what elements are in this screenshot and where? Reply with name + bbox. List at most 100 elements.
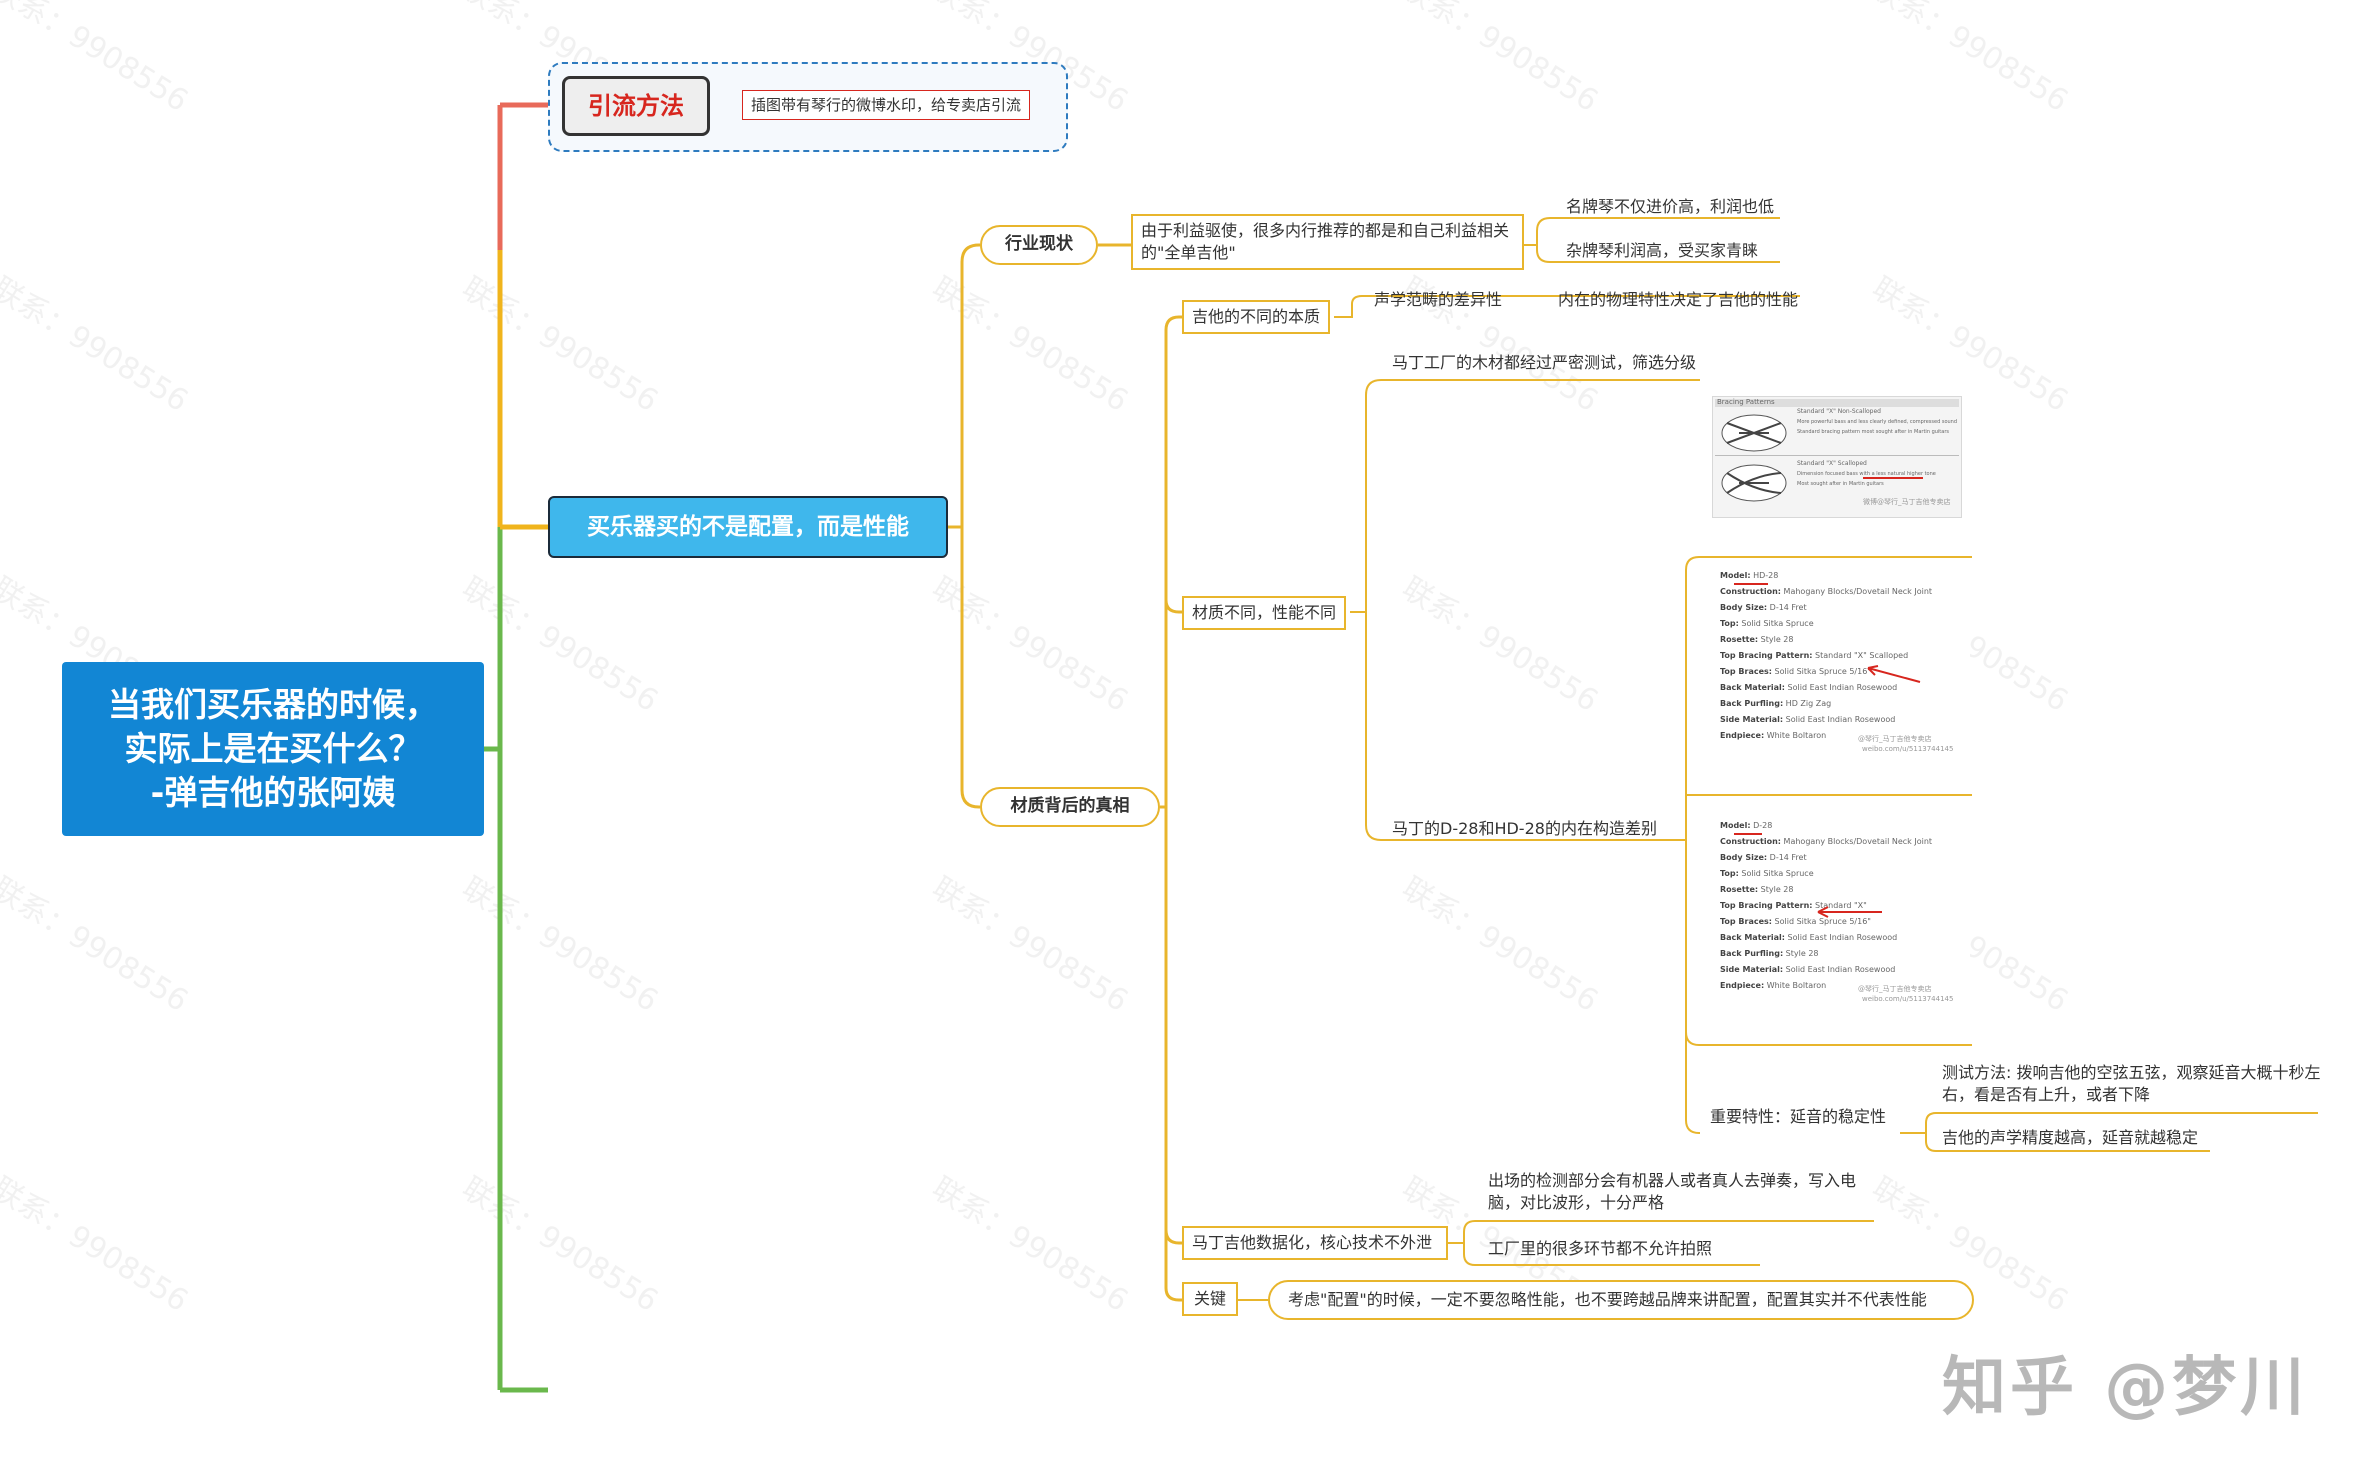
spec-row-value: Style 28 (1758, 635, 1794, 644)
industry-status-node[interactable]: 行业现状 (980, 225, 1098, 265)
spec-row: Back Purfling: Style 28 (1720, 946, 1819, 962)
bracing-b-title: Standard "X" Scalloped (1797, 460, 1867, 467)
main-topic-node[interactable]: 买乐器买的不是配置，而是性能 (548, 496, 948, 558)
martin-wood-test-leaf[interactable]: 马丁工厂的木材都经过严密测试，筛选分级 (1392, 353, 1697, 372)
industry-leaf-generic[interactable]: 杂牌琴利润高，受买家青睐 (1566, 241, 1759, 260)
spec-row: Side Material: Solid East Indian Rosewoo… (1720, 962, 1895, 978)
key-note-leaf[interactable]: 考虑"配置"的时候，一定不要忽略性能，也不要跨越品牌来讲配置，配置其实并不代表性… (1268, 1280, 1974, 1320)
spec-row-value: Standard "X" Scalloped (1812, 651, 1909, 660)
spec-row: Endpiece: White Boltaron (1720, 728, 1826, 744)
key-node[interactable]: 关键 (1182, 1282, 1238, 1316)
spec-row-key: Rosette: (1720, 635, 1759, 644)
spec-row-value: Solid Sitka Spruce (1738, 869, 1814, 878)
spec-row-key: Model: (1720, 821, 1751, 830)
spec-row-key: Construction: (1720, 837, 1781, 846)
spec-row-key: Back Material: (1720, 683, 1785, 692)
bracing-b-line1: Dimension focused bass with a less natur… (1797, 471, 1936, 477)
spec-row-key: Top Braces: (1720, 917, 1772, 926)
bracing-b-line2: Most sought after in Martin guitars (1797, 481, 1884, 487)
spec-row-key: Body Size: (1720, 853, 1768, 862)
material-truth-node[interactable]: 材质背后的真相 (980, 787, 1160, 827)
spec-row: Construction: Mahogany Blocks/Dovetail N… (1720, 584, 1932, 600)
spec-row-value: Solid East Indian Rosewood (1784, 683, 1898, 692)
spec-row-key: Top Bracing Pattern: (1720, 901, 1813, 910)
spec-row: Side Material: Solid East Indian Rosewoo… (1720, 712, 1895, 728)
spec-row: Top: Solid Sitka Spruce (1720, 866, 1814, 882)
spec-row-value: Solid Sitka Spruce 5/16" (1771, 917, 1871, 926)
spec-row-key: Endpiece: (1720, 981, 1765, 990)
spec-row-key: Top Braces: (1720, 667, 1772, 676)
hd28-watermark-2: weibo.com/u/5113744145 (1862, 745, 1954, 753)
spec-row-key: Back Material: (1720, 933, 1785, 942)
hd28-model-underline-icon (1734, 583, 1768, 585)
spec-row-value: Solid East Indian Rosewood (1783, 715, 1896, 724)
sustain-stability-node[interactable]: 重要特性：延音的稳定性 (1710, 1107, 1887, 1126)
factory-test-leaf[interactable]: 出场的检测部分会有机器人或者真人去弹奏，写入电脑，对比波形，十分严格 (1488, 1171, 1857, 1212)
spec-row-value: White Boltaron (1764, 731, 1827, 740)
spec-row-key: Top: (1720, 869, 1739, 878)
bracing-image-watermark: 微博@琴行_马丁吉他专卖店 (1863, 498, 1951, 506)
spec-row-value: Style 28 (1758, 885, 1794, 894)
spec-row-value: Style 28 (1783, 949, 1819, 958)
spec-row: Top Bracing Pattern: Standard "X" Scallo… (1720, 648, 1908, 664)
spec-row: Rosette: Style 28 (1720, 632, 1793, 648)
hd28-watermark-1: @琴行_马丁吉他专卖店 (1858, 735, 1932, 743)
spec-row: Endpiece: White Boltaron (1720, 978, 1826, 994)
traffic-method-node[interactable]: 引流方法 (562, 76, 710, 136)
spec-row-value: D-14 Fret (1767, 603, 1807, 612)
spec-row: Body Size: D-14 Fret (1720, 850, 1807, 866)
spec-row: Back Purfling: HD Zig Zag (1720, 696, 1831, 712)
spec-row-key: Back Purfling: (1720, 949, 1784, 958)
spec-row-value: Mahogany Blocks/Dovetail Neck Joint (1781, 587, 1933, 596)
spec-row: Model: HD-28 (1720, 568, 1778, 584)
spec-row-key: Construction: (1720, 587, 1781, 596)
martin-data-node[interactable]: 马丁吉他数据化，核心技术不外泄 (1182, 1226, 1448, 1260)
traffic-method-note[interactable]: 插图带有琴行的微博水印，给专卖店引流 (742, 90, 1031, 120)
no-photo-leaf[interactable]: 工厂里的很多环节都不允许拍照 (1488, 1239, 1713, 1258)
bracing-a-title: Standard "X" Non-Scalloped (1797, 408, 1881, 415)
sustain-test-method-leaf[interactable]: 测试方法: 拨响吉他的空弦五弦，观察延音大概十秒左右，看是否有上升，或者下降 (1942, 1063, 2321, 1104)
material-performance-node[interactable]: 材质不同，性能不同 (1182, 596, 1347, 630)
spec-row-value: HD-28 (1750, 571, 1779, 580)
spec-row-value: Standard "X" (1812, 901, 1867, 910)
hd28-red-arrow-icon (1867, 665, 1921, 683)
d28-watermark-1: @琴行_马丁吉他专卖店 (1858, 985, 1932, 993)
spec-row: Top Braces: Solid Sitka Spruce 5/16" (1720, 914, 1871, 930)
root-line-3: -弹吉他的张阿姨 (150, 773, 396, 812)
spec-row-value: HD Zig Zag (1783, 699, 1832, 708)
spec-row-key: Top Bracing Pattern: (1720, 651, 1813, 660)
spec-row: Back Material: Solid East Indian Rosewoo… (1720, 680, 1897, 696)
acoustic-difference-leaf[interactable]: 声学范畴的差异性 (1374, 290, 1503, 309)
spec-row-value: Solid Sitka Spruce (1738, 619, 1814, 628)
spec-row: Construction: Mahogany Blocks/Dovetail N… (1720, 834, 1932, 850)
spec-row-key: Side Material: (1720, 715, 1784, 724)
d28-red-arrow-icon (1817, 906, 1882, 918)
industry-reason-node[interactable]: 由于利益驱使，很多内行推荐的都是和自己利益相关的"全单吉他" (1131, 214, 1524, 270)
spec-row-value: Mahogany Blocks/Dovetail Neck Joint (1781, 837, 1933, 846)
physics-determines-leaf[interactable]: 内在的物理特性决定了吉他的性能 (1558, 290, 1799, 309)
sustain-result-leaf[interactable]: 吉他的声学精度越高，延音就越稳定 (1942, 1128, 2199, 1147)
root-node[interactable]: 当我们买乐器的时候， 实际上是在买什么？ -弹吉他的张阿姨 (62, 662, 484, 836)
spec-row-key: Model: (1720, 571, 1751, 580)
d28-model-underline-icon (1734, 833, 1762, 835)
guitar-essence-node[interactable]: 吉他的不同的本质 (1182, 300, 1331, 334)
industry-leaf-brand[interactable]: 名牌琴不仅进价高，利润也低 (1566, 197, 1775, 216)
d28-hd28-construction-leaf[interactable]: 马丁的D-28和HD-28的内在构造差别 (1392, 819, 1657, 838)
spec-row-key: Back Purfling: (1720, 699, 1784, 708)
root-line-2: 实际上是在买什么？ (124, 729, 422, 768)
spec-row-value: Solid East Indian Rosewood (1783, 965, 1896, 974)
bracing-sketch-b-icon (1721, 464, 1787, 502)
spec-row-key: Endpiece: (1720, 731, 1765, 740)
spec-row-value: Solid Sitka Spruce 5/16" (1771, 667, 1871, 676)
spec-row: Top: Solid Sitka Spruce (1720, 616, 1814, 632)
spec-row-value: White Boltaron (1764, 981, 1827, 990)
bracing-sketch-a-icon (1721, 414, 1787, 452)
spec-row: Body Size: D-14 Fret (1720, 600, 1807, 616)
spec-row: Top Bracing Pattern: Standard "X" (1720, 898, 1867, 914)
root-line-1: 当我们买乐器的时候， (108, 685, 438, 724)
spec-row-key: Rosette: (1720, 885, 1759, 894)
